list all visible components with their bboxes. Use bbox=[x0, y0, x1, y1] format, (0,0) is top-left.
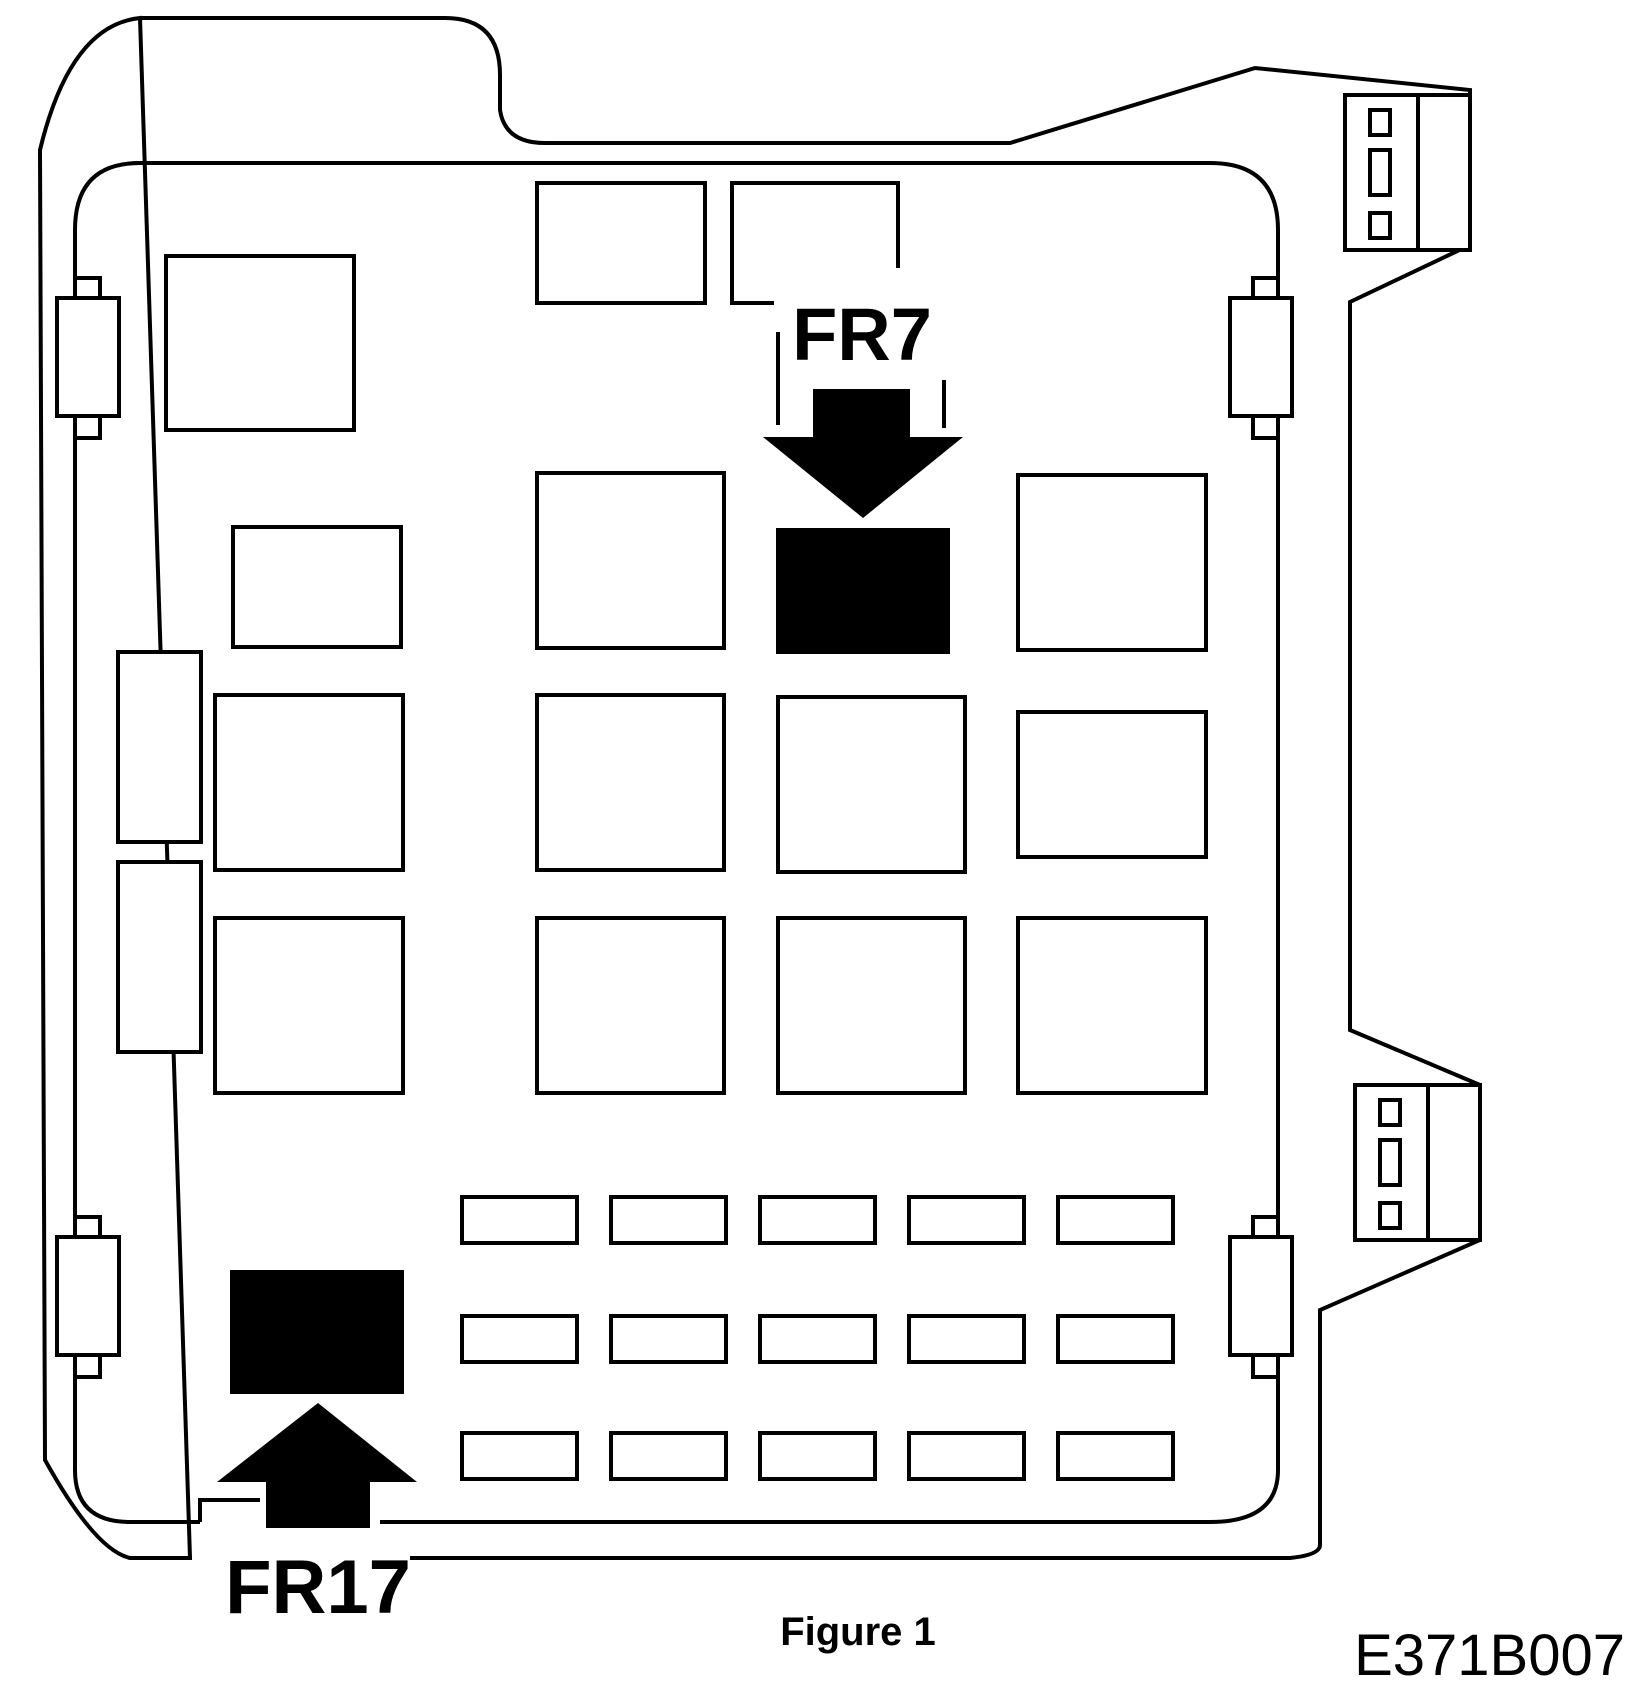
top-relay-left bbox=[535, 181, 707, 305]
relay-r1-c1 bbox=[535, 471, 726, 650]
image-id: E371B007 bbox=[1354, 1623, 1625, 1684]
inner-tray-notch bbox=[198, 1498, 260, 1522]
right-clip-top bbox=[1228, 276, 1294, 440]
fuse-r2-1 bbox=[460, 1314, 579, 1364]
fuse-r1-4 bbox=[907, 1195, 1026, 1245]
relay-fr7-highlight bbox=[776, 528, 950, 654]
relay-r2-c1 bbox=[535, 693, 726, 872]
relay-r3-c2 bbox=[776, 916, 967, 1095]
top-relay-right bbox=[730, 181, 900, 305]
left-clip-bottom bbox=[55, 1215, 121, 1379]
relay-r3-c0 bbox=[213, 916, 405, 1095]
relay-grid bbox=[116, 471, 1208, 1095]
fuse-r2-4 bbox=[907, 1314, 1026, 1364]
connector-top bbox=[1343, 93, 1472, 252]
fr17-callout: FR17 bbox=[217, 1403, 417, 1630]
relay-fr17-highlight bbox=[230, 1270, 404, 1394]
figure-caption: Figure 1 bbox=[780, 1610, 936, 1654]
fuse-r3-2 bbox=[609, 1431, 728, 1481]
fr7-label: FR7 bbox=[792, 293, 932, 376]
fuse-r2-5 bbox=[1056, 1314, 1175, 1364]
relay-side-lower bbox=[116, 860, 203, 1054]
relay-upper-left bbox=[164, 254, 356, 432]
fr7-callout: FR7 bbox=[763, 293, 963, 518]
fuse-r3-5 bbox=[1056, 1431, 1175, 1481]
fuse-grid bbox=[460, 1195, 1175, 1481]
fuse-r3-4 bbox=[907, 1431, 1026, 1481]
relay-r2-c2 bbox=[776, 695, 967, 874]
fr7-arrow bbox=[763, 389, 963, 518]
left-clip-top bbox=[55, 276, 121, 440]
fuse-r1-5 bbox=[1056, 1195, 1175, 1245]
fr17-label: FR17 bbox=[225, 1545, 411, 1630]
connector-bottom bbox=[1353, 1083, 1482, 1242]
fuse-r3-1 bbox=[460, 1431, 579, 1481]
housing-outline bbox=[37, 15, 1482, 1560]
relay-r3-c1 bbox=[535, 916, 726, 1095]
fr17-arrow bbox=[217, 1403, 417, 1528]
fuse-r1-1 bbox=[460, 1195, 579, 1245]
relay-r1-small bbox=[231, 525, 403, 649]
fuse-r1-2 bbox=[609, 1195, 728, 1245]
right-clip-bottom bbox=[1228, 1215, 1294, 1379]
fuse-r2-3 bbox=[758, 1314, 877, 1364]
relay-r2-c3 bbox=[1016, 710, 1208, 859]
relay-side-upper bbox=[116, 650, 203, 844]
fuse-r3-3 bbox=[758, 1431, 877, 1481]
relay-r3-c3 bbox=[1016, 916, 1208, 1095]
relay-r2-c0 bbox=[213, 693, 405, 872]
fuse-r1-3 bbox=[758, 1195, 877, 1245]
fuse-r2-2 bbox=[609, 1314, 728, 1364]
relay-r1-c3 bbox=[1016, 473, 1208, 652]
inner-tray-outline bbox=[73, 161, 1280, 1524]
